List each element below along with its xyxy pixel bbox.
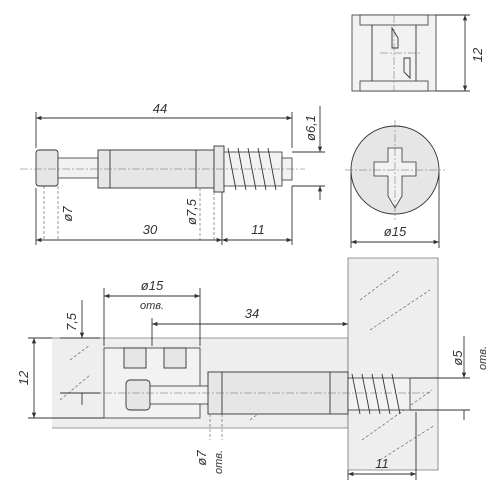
panel-height-label: 12: [16, 370, 31, 385]
bolt-side-view: 44 ø6,1 30 11 ø7 ø7,5: [20, 101, 325, 245]
distance-label: 34: [245, 306, 259, 321]
assembly-view: ø15 отв. 34 7,5 12 ø5 отв. ø7 отв. 11: [16, 257, 489, 480]
total-length-label: 44: [153, 101, 167, 116]
head-diameter-label: ø7: [60, 206, 75, 222]
vertical-panel: [347, 257, 439, 471]
bolt-neck: [57, 157, 99, 179]
assembly-bolt-head: [125, 379, 151, 411]
cam-top-view: 12: [351, 14, 485, 92]
assembly-thread: [347, 373, 411, 415]
depth-label: 7,5: [64, 312, 79, 331]
hole-label: отв.: [140, 300, 164, 312]
cam-front-view: ø15: [345, 120, 445, 248]
body-diameter-label: ø7,5: [184, 198, 199, 225]
bottom-hole-label: отв.: [213, 450, 225, 474]
thread-length-label: 11: [251, 222, 265, 237]
pin-hole-diameter-label: ø5: [450, 350, 465, 366]
bottom-hole-diameter-label: ø7: [194, 450, 209, 466]
cam-diameter-label: ø15: [384, 224, 407, 239]
cam-height-label: 12: [470, 47, 485, 62]
body-length-label: 30: [143, 222, 158, 237]
assembly-thread-length-label: 11: [375, 456, 389, 471]
thread-diameter-label: ø6,1: [303, 115, 318, 141]
hole-diameter-label: ø15: [141, 278, 164, 293]
bolt-head: [35, 149, 59, 187]
pin-hole-label: отв.: [477, 346, 489, 370]
